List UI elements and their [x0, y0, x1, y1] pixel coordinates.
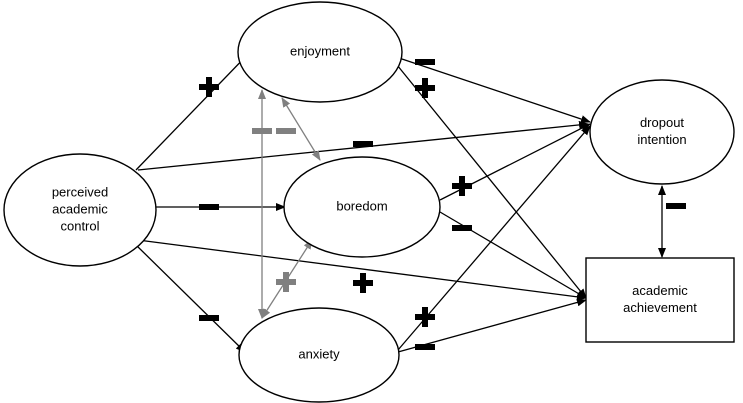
sign-minus-enjoyment-anxiety — [252, 128, 272, 134]
node-dropout-label-line: dropout — [640, 115, 684, 130]
node-anxiety-label-line: anxiety — [298, 346, 340, 361]
sign-minus-dropout-achievement — [666, 203, 686, 209]
edge-anxiety-to-achievement — [397, 298, 587, 353]
sign-minus-boredom-achievement — [452, 225, 472, 231]
nodes-layer: perceived academic control enjoyment boredom… — [3, 1, 735, 403]
node-achievement-label-line: academic — [632, 283, 688, 298]
sign-minus-enjoyment-boredom — [276, 128, 296, 134]
node-boredom-ellipse — [283, 156, 441, 258]
node-boredom-label-line: boredom — [336, 198, 387, 213]
node-achievement-label-line: achievement — [623, 300, 697, 315]
sign-plus-boredom-dropout — [452, 176, 472, 196]
node-anxiety: anxiety — [238, 307, 400, 403]
sign-plus-control-achievement — [353, 273, 373, 293]
sign-plus-anxiety-dropout — [415, 307, 435, 327]
edge-control-to-enjoyment — [135, 49, 253, 171]
edge-enjoyment-to-dropout — [392, 55, 591, 123]
node-anxiety-ellipse — [238, 307, 400, 403]
sign-minus-control-dropout — [353, 141, 373, 147]
node-control-ellipse — [3, 153, 157, 267]
node-control-label-line: control — [60, 218, 99, 233]
node-control: perceived academic control — [3, 153, 157, 267]
edge-anxiety-to-dropout — [397, 125, 591, 351]
edge-control-to-achievement — [137, 239, 587, 301]
edge-enjoyment-to-achievement — [392, 59, 587, 299]
node-dropout: dropout intention — [589, 79, 735, 185]
edge-enjoyment-to-boredom — [281, 97, 321, 161]
node-dropout-ellipse — [589, 79, 735, 185]
sign-minus-control-anxiety — [199, 315, 219, 321]
sign-plus-control-enjoyment — [199, 77, 219, 97]
node-enjoyment: enjoyment — [237, 1, 403, 103]
sign-plus-enjoyment-achievement — [415, 78, 435, 98]
sign-minus-enjoyment-dropout — [415, 59, 435, 65]
node-dropout-label-line: intention — [637, 132, 686, 147]
node-control-label-line: perceived — [52, 184, 108, 199]
node-enjoyment-ellipse — [237, 1, 403, 103]
edges-layer — [135, 49, 666, 353]
node-achievement-box — [585, 257, 735, 343]
edge-control-to-anxiety — [135, 244, 246, 353]
node-boredom: boredom — [283, 156, 441, 258]
signs-layer — [199, 59, 686, 350]
edge-boredom-to-achievement — [439, 211, 587, 299]
sign-minus-control-boredom — [199, 204, 219, 210]
node-control-label-line: academic — [52, 201, 108, 216]
node-enjoyment-label-line: enjoyment — [290, 43, 350, 58]
node-achievement: academic achievement — [585, 257, 735, 343]
sign-plus-boredom-anxiety — [276, 272, 296, 292]
sign-minus-anxiety-achievement — [415, 344, 435, 350]
